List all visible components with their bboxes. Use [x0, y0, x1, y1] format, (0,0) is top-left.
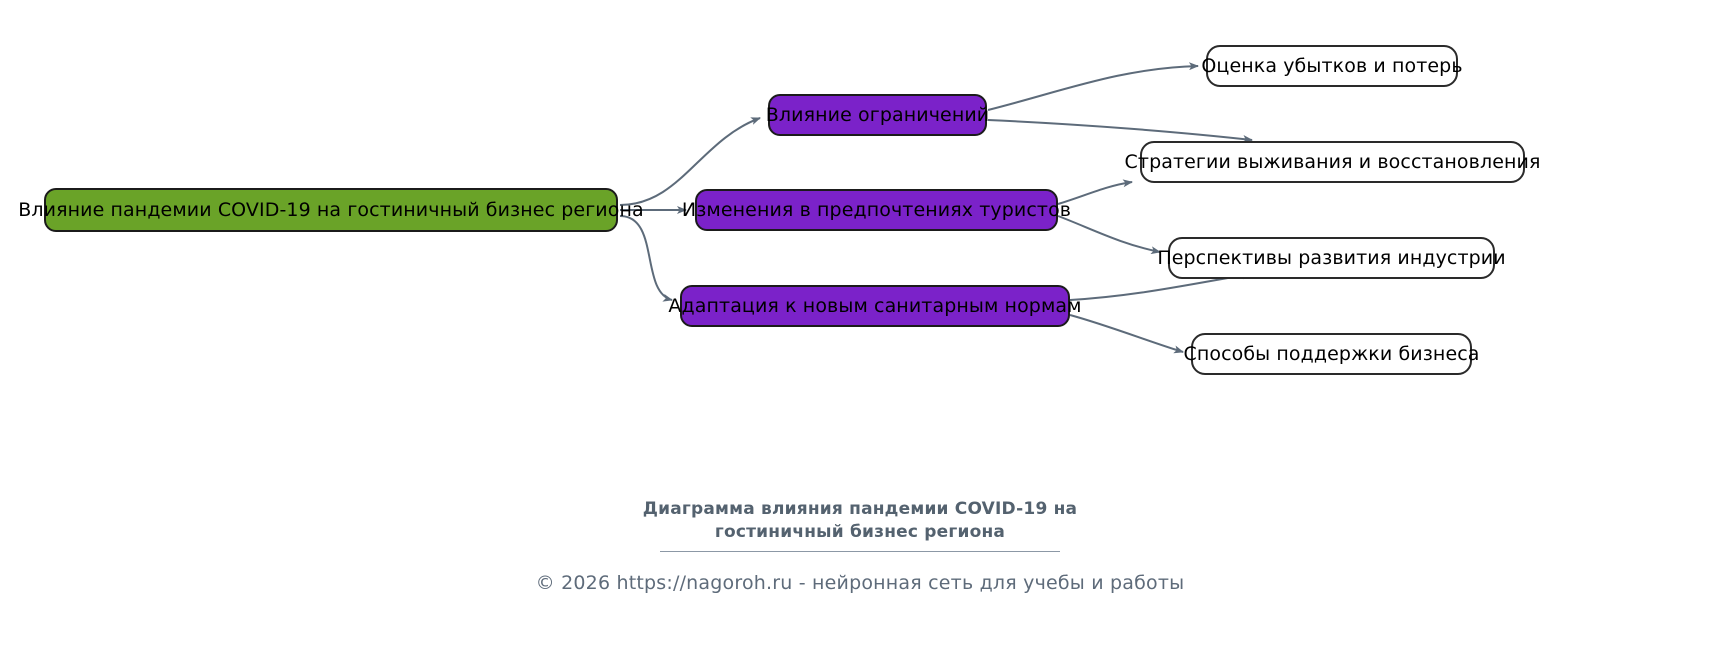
node-leaf-label: Оценка убытков и потерь: [1201, 54, 1463, 77]
node-branch-label: Адаптация к новым санитарным нормам: [668, 294, 1082, 317]
edge-branch-1-to-leaf-2: [987, 119, 1253, 143]
node-root[interactable]: Влияние пандемии COVID-19 на гостиничный…: [18, 188, 644, 232]
footer-text: © 2026 https://nagoroh.ru - нейронная се…: [535, 572, 1185, 594]
edge-root-to-branch-3: [619, 215, 673, 302]
caption-divider: [660, 551, 1060, 552]
edge-branch-1-to-leaf-1: [987, 62, 1199, 111]
footer-copyright: © 2026 https://nagoroh.ru - нейронная се…: [460, 572, 1260, 594]
diagram-caption: Диаграмма влияния пандемии COVID-19 на г…: [560, 498, 1160, 544]
node-root-label: Влияние пандемии COVID-19 на гостиничный…: [18, 198, 644, 221]
node-leaf-perspektivy-razvitiya[interactable]: Перспективы развития индустрии: [1157, 237, 1506, 279]
node-leaf-label: Стратегии выживания и восстановления: [1124, 150, 1541, 173]
node-branch-vliyanie-ogranicheniy[interactable]: Влияние ограничений: [765, 94, 990, 136]
edge-branch-3-to-leaf-4: [1069, 314, 1184, 354]
node-branch-izmeneniya-predpochteniy[interactable]: Изменения в предпочтениях туристов: [682, 189, 1071, 231]
node-branch-label: Изменения в предпочтениях туристов: [681, 198, 1072, 221]
edge-branch-2-to-leaf-3: [1057, 215, 1161, 255]
node-leaf-label: Способы поддержки бизнеса: [1183, 342, 1480, 365]
node-branch-label: Влияние ограничений: [765, 103, 990, 126]
caption-line-2: гостиничный бизнес региона: [714, 521, 1006, 542]
caption-line-1: Диаграмма влияния пандемии COVID-19 на: [642, 499, 1078, 519]
node-leaf-strategii-vyzhivaniya[interactable]: Стратегии выживания и восстановления: [1125, 141, 1540, 183]
node-leaf-otsenka-ubytkov[interactable]: Оценка убытков и потерь: [1201, 45, 1463, 87]
node-leaf-label: Перспективы развития индустрии: [1157, 246, 1506, 269]
node-leaf-sposoby-podderzhki[interactable]: Способы поддержки бизнеса: [1183, 333, 1479, 375]
node-branch-adaptatsiya-normam[interactable]: Адаптация к новым санитарным нормам: [668, 285, 1081, 327]
